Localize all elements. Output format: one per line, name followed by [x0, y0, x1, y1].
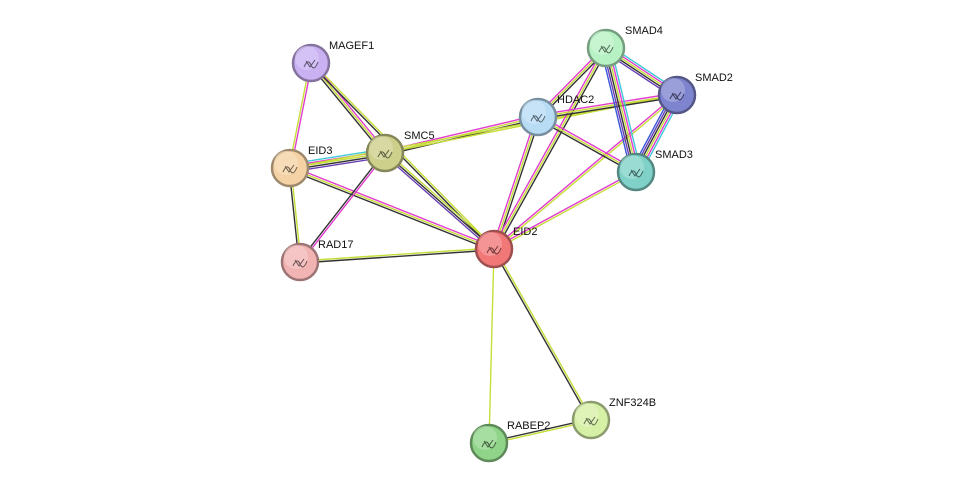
node-smad3[interactable] [616, 152, 656, 192]
node-label-smc5: SMC5 [404, 130, 435, 142]
edge-strand-yellow [289, 167, 495, 250]
protein-structure-icon [292, 258, 308, 268]
edge-EID2-SMAD4 [491, 46, 609, 251]
edge-strand-pink [290, 165, 495, 248]
node-highlight [369, 136, 393, 160]
node-highlight [284, 245, 308, 269]
edge-strand-pink [491, 46, 605, 249]
node-highlight [590, 31, 614, 55]
edge-strand-pink [608, 47, 640, 172]
edge-SMC5-RAD17 [298, 151, 387, 264]
edge-strand-pink [493, 170, 636, 249]
edge-strand-black [384, 152, 495, 250]
edge-EID2-RABEP2 [488, 248, 495, 444]
nodes-layer [270, 28, 697, 463]
node-smc5[interactable] [365, 133, 405, 173]
edge-strand-pink [492, 93, 677, 249]
edge-strand-yellow [537, 94, 678, 118]
node-label-smad3: SMAD3 [655, 149, 693, 161]
protein-structure-icon [377, 149, 393, 159]
node-magef1[interactable] [291, 43, 331, 83]
edge-strand-cyan [610, 46, 642, 171]
node-label-smad2: SMAD2 [695, 72, 733, 84]
protein-structure-icon [486, 245, 502, 255]
protein-structure-icon [628, 168, 644, 178]
node-smad4[interactable] [586, 28, 626, 68]
node-label-rad17: RAD17 [318, 239, 353, 251]
edge-EID2-SMAD3 [493, 170, 637, 251]
edge-strand-pink [537, 92, 677, 116]
node-eid3[interactable] [270, 148, 310, 188]
node-label-smad4: SMAD4 [625, 25, 663, 37]
edge-strand-pink [491, 116, 537, 249]
node-hdac2[interactable] [518, 97, 558, 137]
edge-strand-black [492, 249, 591, 421]
edge-strand-yellow [488, 248, 495, 444]
node-highlight [295, 46, 319, 70]
edge-strand-black [495, 48, 609, 251]
edge-strand-yellow [385, 150, 496, 249]
node-highlight [661, 78, 685, 102]
edge-strand-black [538, 96, 678, 120]
protein-structure-icon [530, 113, 546, 123]
protein-structure-icon [583, 416, 599, 426]
edge-MAGEF1-SMC5 [308, 61, 388, 155]
edge-strand-purple [383, 153, 494, 252]
edge-strand-yellow [493, 116, 539, 250]
node-label-hdac2: HDAC2 [557, 94, 594, 106]
edge-strand-black [604, 48, 636, 173]
node-highlight [274, 151, 298, 175]
edge-strand-yellow [494, 95, 679, 251]
edge-strand-black [300, 249, 495, 264]
node-highlight [575, 403, 599, 427]
node-znf324b[interactable] [571, 400, 611, 440]
protein-structure-icon [481, 439, 497, 449]
node-highlight [620, 155, 644, 179]
edge-strand-yellow [310, 62, 386, 154]
node-eid2[interactable] [474, 229, 514, 269]
protein-structure-icon [282, 164, 298, 174]
edge-strand-yellow [494, 172, 637, 251]
edge-strand-black [298, 151, 385, 262]
edge-strand-black [385, 118, 539, 156]
edge-strand-blue [600, 49, 632, 174]
protein-structure-icon [303, 59, 319, 69]
protein-structure-icon [598, 44, 614, 54]
edge-strand-yellow [494, 248, 593, 420]
edges-layer [288, 44, 683, 445]
node-rad17[interactable] [280, 242, 320, 282]
edge-SMC5-EID2 [383, 150, 496, 252]
edge-EID2-SMAD2 [492, 93, 679, 251]
edge-SMAD4-SMAD3 [600, 46, 642, 174]
node-label-eid2: EID2 [513, 226, 537, 238]
edge-strand-pink [300, 153, 387, 264]
node-smad2[interactable] [657, 75, 697, 115]
edge-strand-yellow [299, 247, 494, 262]
edge-strand-black [308, 63, 385, 155]
edge-strand-yellow [493, 47, 607, 250]
edge-EID2-ZNF324B [492, 248, 593, 421]
edge-EID3-EID2 [289, 165, 495, 252]
node-label-magef1: MAGEF1 [329, 40, 374, 52]
edge-strand-purple [602, 48, 634, 173]
node-highlight [473, 426, 497, 450]
node-highlight [478, 232, 502, 256]
edge-RAD17-EID2 [299, 247, 495, 264]
edge-strand-yellow [606, 47, 638, 172]
edge-HDAC2-SMAD2 [537, 92, 678, 120]
node-label-eid3: EID3 [308, 145, 332, 157]
edge-strand-black [289, 169, 494, 252]
node-label-rabep2: RABEP2 [507, 420, 550, 432]
node-label-znf324b: ZNF324B [609, 397, 656, 409]
protein-structure-icon [669, 91, 685, 101]
node-highlight [522, 100, 546, 124]
node-rabep2[interactable] [469, 423, 509, 463]
edge-strand-pink [311, 61, 388, 153]
